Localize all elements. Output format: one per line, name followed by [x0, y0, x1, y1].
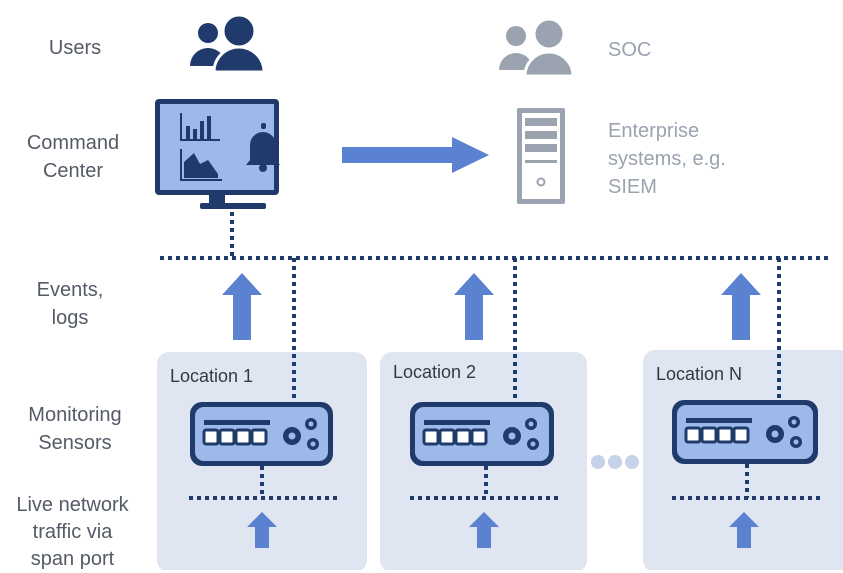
monitor-icon	[155, 99, 280, 209]
label-soc: SOC	[608, 39, 652, 61]
label-monitoring-line2: Sensors	[38, 432, 112, 454]
arrow-to-enterprise	[342, 137, 489, 173]
label-live-line1: Live network	[16, 494, 129, 516]
label-command-center: Command Center	[8, 129, 138, 185]
label-enterprise-line2: systems, e.g.	[608, 148, 726, 170]
bar-chart-icon	[180, 113, 220, 141]
label-enterprise-line3: SIEM	[608, 176, 657, 198]
area-chart-icon	[180, 149, 222, 181]
label-monitoring-line1: Monitoring	[28, 404, 122, 426]
label-live-traffic: Live network traffic via span port	[0, 492, 145, 573]
label-command-center-line2: Center	[42, 160, 104, 182]
event-arrows	[222, 273, 761, 340]
label-users: Users	[48, 37, 102, 59]
label-events-line2: logs	[51, 307, 89, 329]
location-1-label: Location 1	[170, 366, 254, 386]
bell-icon	[246, 123, 280, 172]
label-command-center-line1: Command	[26, 132, 120, 154]
gears-icon	[766, 416, 802, 448]
label-live-line3: span port	[30, 548, 115, 570]
label-events-line1: Events,	[36, 279, 104, 301]
label-enterprise-line1: Enterprise	[608, 120, 700, 142]
gears-icon	[283, 418, 319, 450]
label-enterprise: Enterprise systems, e.g. SIEM	[608, 117, 726, 201]
traffic-arrows	[247, 512, 759, 548]
label-live-line2: traffic via	[32, 521, 113, 543]
location-n-label: Location N	[656, 364, 743, 384]
sensor-device-2	[410, 402, 554, 466]
soc-icon	[499, 17, 575, 78]
ellipsis-dots	[591, 455, 639, 469]
gears-icon	[503, 418, 539, 450]
sensor-device-1	[190, 402, 333, 466]
users-icon	[190, 13, 266, 74]
sensor-device-n	[672, 400, 818, 464]
server-icon	[517, 108, 565, 204]
location-2-label: Location 2	[393, 362, 477, 382]
label-events-logs: Events, logs	[20, 276, 120, 332]
label-monitoring-sensors: Monitoring Sensors	[5, 401, 145, 457]
backbone-dotted-line	[160, 212, 828, 500]
